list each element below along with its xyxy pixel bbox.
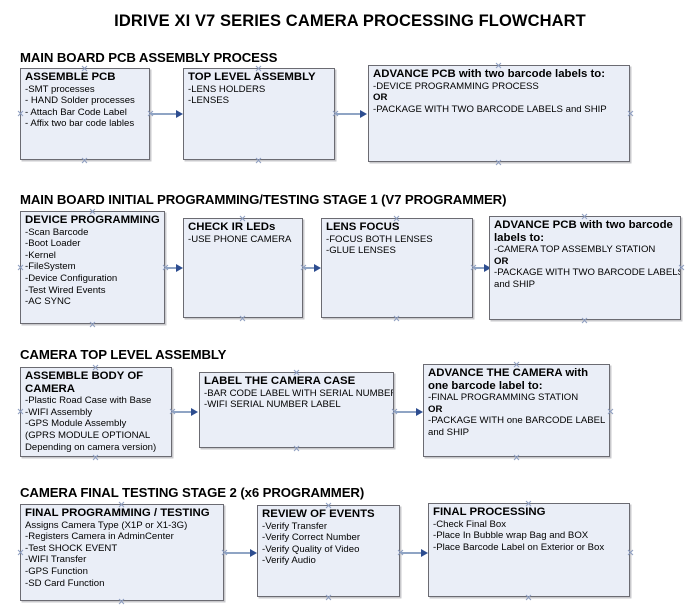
node-line: -Verify Quality of Video — [262, 543, 360, 555]
arrowhead-icon — [360, 109, 367, 118]
section-heading-main-board-initial-programming-testing-stage-1: MAIN BOARD INITIAL PROGRAMMING/TESTING S… — [20, 192, 507, 207]
node-line: OR — [428, 403, 443, 415]
node-title: DEVICE PROGRAMMING — [25, 214, 160, 226]
node-line: -PACKAGE WITH TWO BARCODE LABELS and SHI… — [373, 103, 607, 115]
node-line: -Scan Barcode — [25, 226, 89, 238]
arrowhead-icon — [176, 109, 183, 118]
node-line: -Verify Audio — [262, 555, 316, 567]
node-line: -FINAL PROGRAMMING STATION — [428, 392, 579, 404]
node-title: ADVANCE PCB with two barcode labels to: — [494, 219, 673, 244]
node-title: LENS FOCUS — [326, 221, 400, 233]
node-line: -Verify Transfer — [262, 520, 328, 532]
node-line: (GPRS MODULE OPTIONAL — [25, 429, 151, 441]
arrowhead-icon — [191, 407, 198, 416]
node-line: -USE PHONE CAMERA — [188, 233, 292, 245]
node-advance-the-camera-one-barcode-label[interactable]: ADVANCE THE CAMERA with one barcode labe… — [423, 364, 610, 457]
node-line: -CAMERA TOP ASSEMBLY STATION — [494, 244, 656, 256]
node-line: -WIFI Transfer — [25, 554, 87, 566]
section-heading-main-board-pcb-assembly-process: MAIN BOARD PCB ASSEMBLY PROCESS — [20, 50, 278, 65]
node-line: - Attach Bar Code Label — [25, 106, 127, 118]
node-line: -Verify Correct Number — [262, 532, 361, 544]
node-line: -FileSystem — [25, 261, 76, 273]
node-line: -GPS Function — [25, 565, 88, 577]
node-advance-pcb-two-barcode-labels-stage1[interactable]: ADVANCE PCB with two barcode labels to: … — [489, 216, 681, 320]
node-title: ADVANCE PCB with two barcode labels to: — [373, 68, 606, 80]
node-line: -LENSES — [188, 95, 230, 107]
connector-assemble-body-to-label-camera-case[interactable] — [173, 410, 195, 413]
node-line: OR — [494, 255, 509, 267]
node-line: -LENS HOLDERS — [188, 83, 266, 95]
section-heading-camera-final-testing-stage-2: CAMERA FINAL TESTING STAGE 2 (x6 PROGRAM… — [20, 485, 365, 500]
node-advance-pcb-two-barcode-labels[interactable]: ADVANCE PCB with two barcode labels to: … — [368, 65, 630, 162]
node-line: -Boot Loader — [25, 238, 81, 250]
connector-top-level-assembly-to-advance-pcb[interactable] — [336, 112, 364, 115]
node-line: -BAR CODE LABEL WITH SERIAL NUMBER — [204, 387, 394, 399]
node-title: REVIEW OF EVENTS — [262, 508, 375, 520]
node-line: -WIFI Assembly — [25, 406, 93, 418]
node-lens-focus[interactable]: LENS FOCUS -FOCUS BOTH LENSES -GLUE LENS… — [321, 218, 473, 318]
node-title: FINAL PROCESSING — [433, 506, 546, 518]
node-title: FINAL PROGRAMMING / TESTING — [25, 507, 210, 519]
node-final-programming-testing[interactable]: FINAL PROGRAMMING / TESTING Assigns Came… — [20, 504, 224, 601]
node-line: Assigns Camera Type (X1P or X1-3G) — [25, 519, 188, 531]
connector-lens-focus-to-advance-pcb[interactable] — [474, 266, 488, 269]
node-line: and SHIP — [428, 426, 470, 438]
connector-label-camera-case-to-advance-camera[interactable] — [395, 410, 420, 413]
node-title: LABEL THE CAMERA CASE — [204, 375, 356, 387]
node-line: -Plastic Road Case with Base — [25, 395, 152, 407]
section-heading-camera-top-level-assembly: CAMERA TOP LEVEL ASSEMBLY — [20, 347, 227, 362]
node-line: -WIFI SERIAL NUMBER LABEL — [204, 399, 341, 411]
arrowhead-icon — [421, 548, 428, 557]
node-line: -Kernel — [25, 249, 56, 261]
connector-final-programming-to-review-of-events[interactable] — [225, 551, 254, 554]
node-line: -Place Barcode Label on Exterior or Box — [433, 541, 605, 553]
node-line: -GLUE LENSES — [326, 245, 396, 257]
node-title: ASSEMBLE BODY OF CAMERA — [25, 370, 144, 395]
node-line: -AC SYNC — [25, 296, 71, 308]
node-label-the-camera-case[interactable]: LABEL THE CAMERA CASE -BAR CODE LABEL WI… — [199, 372, 394, 448]
node-assemble-body-of-camera[interactable]: ASSEMBLE BODY OF CAMERA -Plastic Road Ca… — [20, 367, 172, 457]
page-title: IDRIVE XI V7 SERIES CAMERA PROCESSING FL… — [114, 12, 586, 30]
arrowhead-icon — [314, 263, 321, 272]
node-line: -SMT processes — [25, 83, 95, 95]
node-line: -Test SHOCK EVENT — [25, 542, 118, 554]
connector-assemble-pcb-to-top-level-assembly[interactable] — [151, 112, 180, 115]
node-line: -PACKAGE WITH one BARCODE LABEL — [428, 415, 606, 427]
node-assemble-pcb[interactable]: ASSEMBLE PCB -SMT processes - HAND Solde… — [20, 68, 150, 160]
node-line: -SD Card Function — [25, 577, 105, 589]
node-line: -Registers Camera in AdminCenter — [25, 531, 174, 543]
node-line: -FOCUS BOTH LENSES — [326, 233, 433, 245]
node-line: -Check Final Box — [433, 518, 507, 530]
node-title: CHECK IR LEDs — [188, 221, 276, 233]
connector-device-programming-to-check-ir-leds[interactable] — [166, 266, 180, 269]
node-line: -DEVICE PROGRAMMING PROCESS — [373, 80, 539, 92]
node-review-of-events[interactable]: REVIEW OF EVENTS -Verify Transfer -Verif… — [257, 505, 400, 597]
node-line: - HAND Solder processes — [25, 95, 135, 107]
node-line: - Affix two bar code lables — [25, 118, 135, 130]
node-final-processing[interactable]: FINAL PROCESSING -Check Final Box -Place… — [428, 503, 630, 597]
arrowhead-icon — [416, 407, 423, 416]
node-top-level-assembly[interactable]: TOP LEVEL ASSEMBLY -LENS HOLDERS -LENSES — [183, 68, 335, 160]
node-line: -Device Configuration — [25, 272, 118, 284]
node-line: -PACKAGE WITH TWO BARCODE LABELS — [494, 267, 681, 279]
connector-review-of-events-to-final-processing[interactable] — [401, 551, 425, 554]
node-title: ADVANCE THE CAMERA with one barcode labe… — [428, 367, 589, 392]
node-title: ASSEMBLE PCB — [25, 71, 116, 83]
arrowhead-icon — [176, 263, 183, 272]
connector-check-ir-leds-to-lens-focus[interactable] — [304, 266, 318, 269]
node-line: -Place In Bubble wrap Bag and BOX — [433, 530, 589, 542]
arrowhead-icon — [250, 548, 257, 557]
node-line: OR — [373, 92, 388, 104]
node-check-ir-leds[interactable]: CHECK IR LEDs -USE PHONE CAMERA — [183, 218, 303, 318]
arrowhead-icon — [484, 263, 491, 272]
node-device-programming[interactable]: DEVICE PROGRAMMING -Scan Barcode -Boot L… — [20, 211, 165, 324]
node-line: Depending on camera version) — [25, 441, 157, 453]
node-line: -Test Wired Events — [25, 284, 106, 296]
node-title: TOP LEVEL ASSEMBLY — [188, 71, 316, 83]
node-line: and SHIP — [494, 278, 536, 290]
node-line: -GPS Module Assembly — [25, 418, 127, 430]
